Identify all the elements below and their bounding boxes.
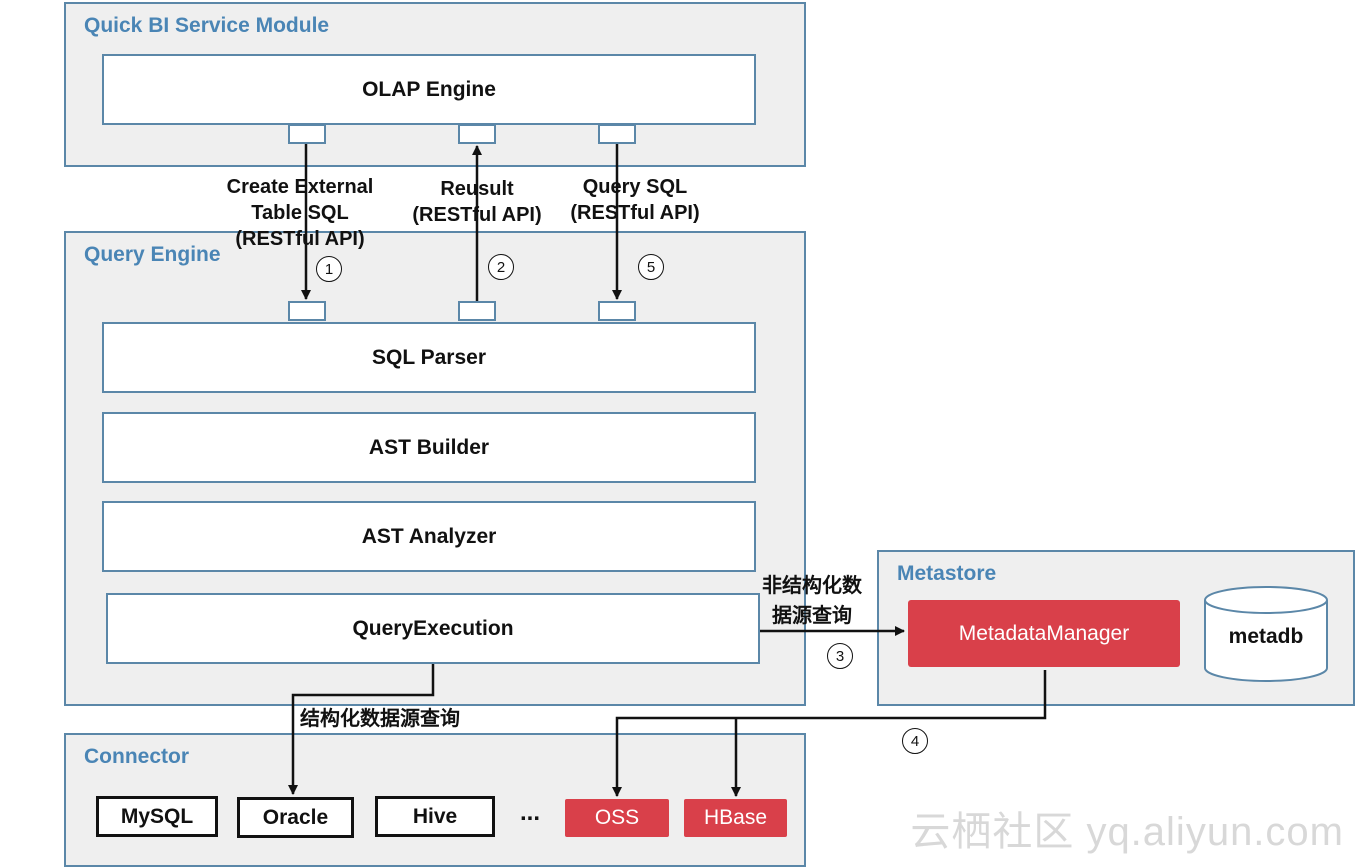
query-engine-title: Query Engine bbox=[84, 243, 221, 266]
ast-analyzer: AST Analyzer bbox=[102, 501, 756, 572]
olap-port-1 bbox=[288, 124, 326, 144]
connector-oracle: Oracle bbox=[237, 797, 354, 838]
olap-port-3 bbox=[598, 124, 636, 144]
connector-title: Connector bbox=[84, 745, 189, 768]
metadb-database-icon bbox=[1204, 586, 1328, 682]
connector-mysql: MySQL bbox=[96, 796, 218, 837]
parser-port-3 bbox=[598, 301, 636, 321]
sql-parser: SQL Parser bbox=[102, 322, 756, 393]
connector-oss: OSS bbox=[565, 799, 669, 837]
metadata-manager: MetadataManager bbox=[908, 600, 1180, 667]
ast-builder: AST Builder bbox=[102, 412, 756, 483]
label-unstructured-query: 非结构化数 据源查询 bbox=[762, 575, 862, 627]
olap-engine: OLAP Engine bbox=[102, 54, 756, 125]
query-execution: QueryExecution bbox=[106, 593, 760, 664]
parser-port-2 bbox=[458, 301, 496, 321]
parser-port-1 bbox=[288, 301, 326, 321]
label-structured-query: 结构化数据源查询 bbox=[300, 708, 460, 730]
metadb-label: metadb bbox=[1228, 625, 1304, 648]
connector-hbase: HBase bbox=[684, 799, 787, 837]
flow-arrow-structured bbox=[288, 664, 435, 795]
flow-arrow-to-oss bbox=[612, 670, 1047, 797]
label-create-external: Create External Table SQL (RESTful API) bbox=[226, 176, 374, 250]
connector-hive: Hive bbox=[375, 796, 495, 837]
label-query-sql: Query SQL (RESTful API) bbox=[570, 176, 700, 224]
quick-bi-title: Quick BI Service Module bbox=[84, 14, 330, 37]
step-5: 5 bbox=[638, 254, 664, 280]
olap-port-2 bbox=[458, 124, 496, 144]
connector-ellipsis: ... bbox=[519, 799, 540, 826]
step-2: 2 bbox=[488, 254, 514, 280]
step-3: 3 bbox=[827, 643, 853, 669]
label-result: Reusult (RESTful API) bbox=[412, 178, 542, 226]
step-1: 1 bbox=[316, 256, 342, 282]
metastore-title: Metastore bbox=[897, 562, 997, 585]
step-4: 4 bbox=[902, 728, 928, 754]
watermark: 云栖社区 yq.aliyun.com bbox=[910, 810, 1344, 854]
